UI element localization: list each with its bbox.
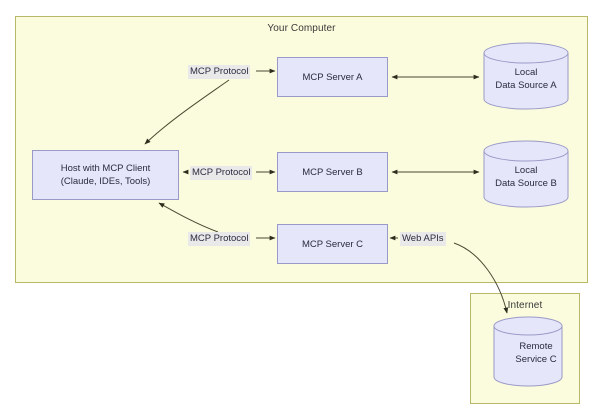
node-mcp-server-c[interactable]: MCP Server C xyxy=(277,224,388,264)
node-local-data-source-a[interactable]: Local Data Source A xyxy=(483,42,569,110)
edge-label-mcp-protocol-b: MCP Protocol xyxy=(190,166,253,180)
node-host-line2: (Claude, IDEs, Tools) xyxy=(60,176,151,187)
cylinder-icon xyxy=(483,42,569,110)
cylinder-icon xyxy=(483,140,569,208)
node-host-line1: Host with MCP Client xyxy=(60,163,151,174)
region-internet-title: Internet xyxy=(507,300,543,311)
node-remote-service-c[interactable]: Remote Service C xyxy=(493,316,579,387)
node-mcp-server-b[interactable]: MCP Server B xyxy=(277,152,388,192)
node-mcp-server-b-label: MCP Server B xyxy=(302,166,363,178)
node-mcp-server-a-label: MCP Server A xyxy=(302,71,363,83)
edge-label-web-apis: Web APIs xyxy=(400,232,446,246)
node-host-with-mcp-client[interactable]: Host with MCP Client (Claude, IDEs, Tool… xyxy=(32,150,179,200)
region-your-computer-title: Your Computer xyxy=(267,23,336,34)
node-mcp-server-c-label: MCP Server C xyxy=(301,238,364,250)
node-local-data-source-b[interactable]: Local Data Source B xyxy=(483,140,569,208)
edge-label-mcp-protocol-a: MCP Protocol xyxy=(188,65,251,79)
cylinder-icon xyxy=(493,316,563,387)
edge-label-mcp-protocol-c: MCP Protocol xyxy=(188,232,251,246)
node-mcp-server-a[interactable]: MCP Server A xyxy=(277,57,388,97)
